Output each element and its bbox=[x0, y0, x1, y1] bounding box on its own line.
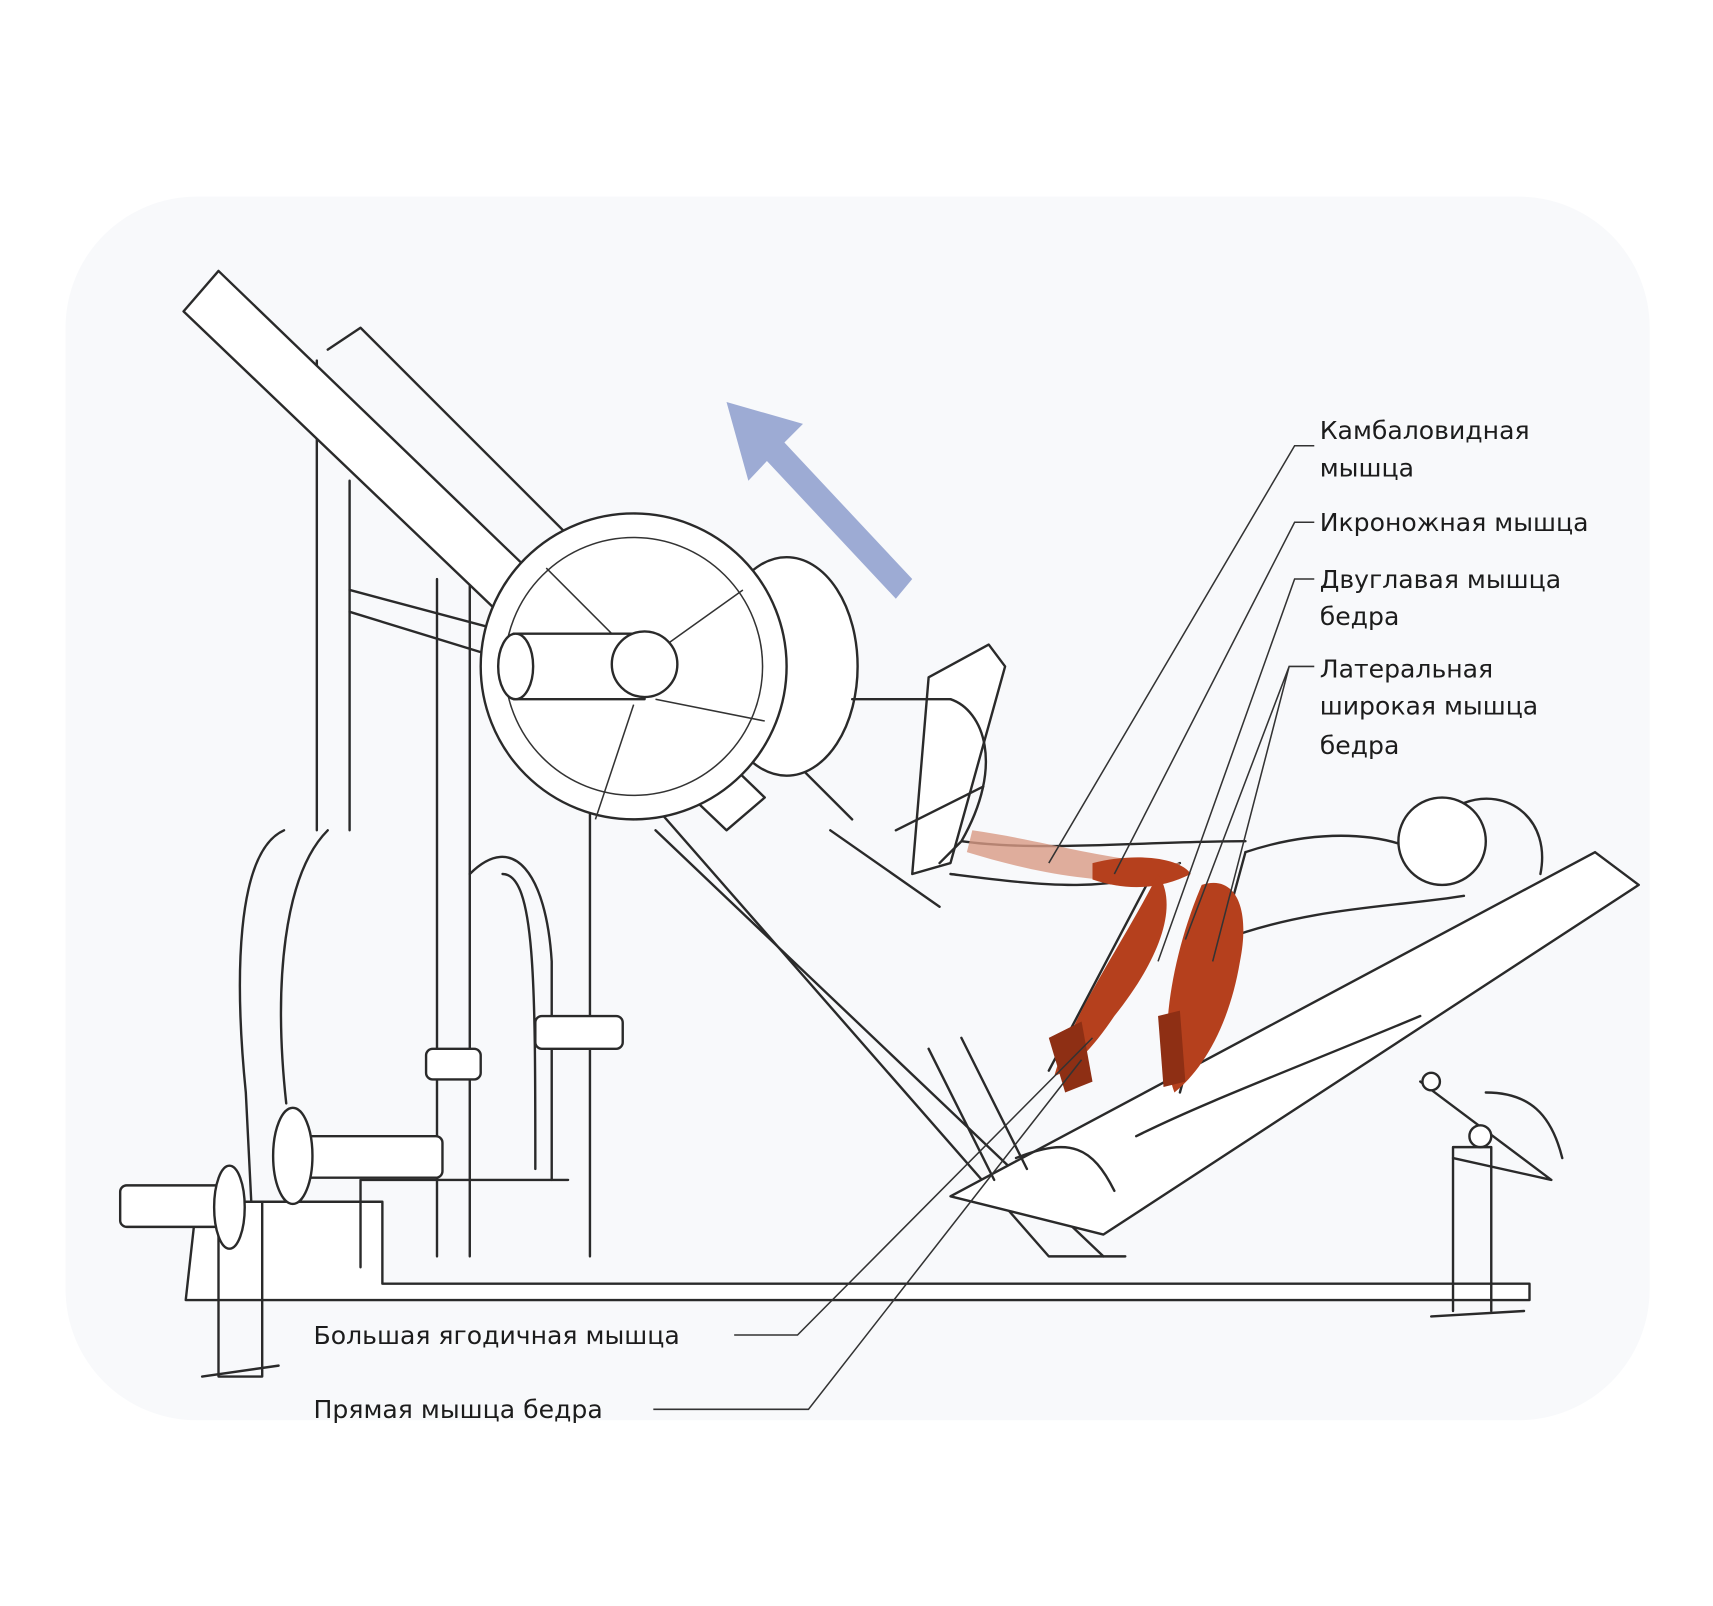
plate-storage bbox=[118, 1014, 624, 1250]
muscle-rectus-femoris bbox=[1054, 874, 1167, 1077]
highlighted-muscles bbox=[966, 830, 1244, 1093]
label-gluteus-maximus: Большая ягодичная мышца bbox=[314, 1321, 680, 1350]
label-biceps-femoris-line2: бедра bbox=[1320, 602, 1400, 631]
label-biceps-femoris-line1: Двуглавая мышца bbox=[1320, 565, 1561, 594]
athlete-figure bbox=[938, 697, 1544, 1193]
label-vastus-lateralis-line1: Латеральная bbox=[1320, 654, 1493, 683]
label-vastus-lateralis-line3: бедра bbox=[1320, 731, 1400, 760]
muscle-gluteus-maximus bbox=[1048, 1021, 1093, 1093]
seat-backrest bbox=[927, 850, 1640, 1236]
muscle-labels: Камбаловидная мышца Икроножная мышца Дву… bbox=[314, 416, 1589, 1424]
leader-lines bbox=[653, 444, 1315, 1411]
label-soleus-line2: мышца bbox=[1320, 453, 1414, 482]
label-soleus-line1: Камбаловидная bbox=[1320, 416, 1530, 445]
label-rectus-femoris: Прямая мышца бедра bbox=[314, 1395, 603, 1424]
label-vastus-lateralis-line2: широкая мышца bbox=[1320, 691, 1538, 720]
weight-plate bbox=[479, 512, 859, 821]
foot-platform bbox=[829, 643, 1007, 908]
muscle-gastrocnemius bbox=[1092, 857, 1191, 888]
head bbox=[1397, 796, 1488, 887]
muscle-biceps-femoris bbox=[1158, 1010, 1186, 1088]
label-gastrocnemius: Икроножная мышца bbox=[1320, 508, 1589, 537]
muscle-vastus-lateralis bbox=[1166, 882, 1244, 1093]
movement-direction-arrow-icon bbox=[726, 402, 913, 599]
